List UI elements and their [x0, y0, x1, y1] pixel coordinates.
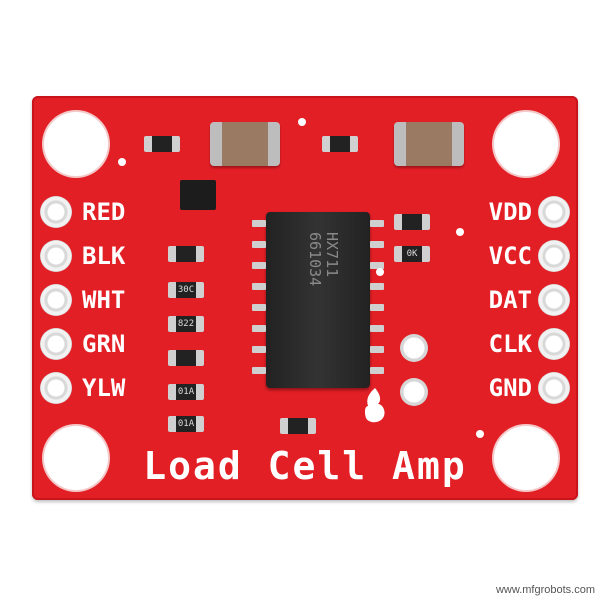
label-clk: CLK: [488, 330, 532, 358]
flame-logo-icon: [364, 388, 385, 423]
chip-pin: [370, 325, 384, 332]
resistor-bottom: [280, 418, 316, 434]
resistor-top-left: [144, 136, 180, 152]
label-dat: DAT: [488, 286, 532, 314]
mounting-hole-top-right: [494, 112, 558, 176]
chip-pin: [252, 367, 266, 374]
test-point-2: [400, 378, 428, 406]
label-gnd: GND: [488, 374, 532, 402]
pad-vdd: [538, 196, 570, 228]
chip-pin: [252, 346, 266, 353]
pad-ylw: [40, 372, 72, 404]
pad-dat: [538, 284, 570, 316]
chip-pin: [252, 283, 266, 290]
pad-vcc: [538, 240, 570, 272]
resistor-left-1: [168, 246, 204, 262]
resistor-code: 822: [177, 319, 195, 329]
via: [118, 158, 126, 166]
watermark: www.mfgrobots.com: [495, 584, 595, 596]
chip-pin: [370, 262, 384, 269]
pad-blk: [40, 240, 72, 272]
chip-pin: [370, 283, 384, 290]
resistor-left-6: 01A: [168, 416, 204, 432]
chip-pin: [370, 346, 384, 353]
resistor-left-3: 822: [168, 316, 204, 332]
chip-pin: [370, 367, 384, 374]
resistor-right-2: 0K: [394, 246, 430, 262]
pad-grn: [40, 328, 72, 360]
resistor-left-5: 01A: [168, 384, 204, 400]
pad-red: [40, 196, 72, 228]
label-wht: WHT: [82, 286, 126, 314]
resistor-code: 0K: [406, 249, 418, 259]
chip-marking-line-2: 661034: [306, 232, 324, 287]
mounting-hole-top-left: [44, 112, 108, 176]
label-vdd: VDD: [488, 198, 532, 226]
capacitor-left: [210, 122, 280, 166]
chip-pin: [370, 220, 384, 227]
label-blk: BLK: [82, 242, 126, 270]
label-grn: GRN: [82, 330, 126, 358]
pad-gnd: [538, 372, 570, 404]
via: [476, 430, 484, 438]
pad-wht: [40, 284, 72, 316]
chip-marking: HX711 661034: [306, 232, 341, 352]
resistor-left-2: 30C: [168, 282, 204, 298]
resistor-left-4: [168, 350, 204, 366]
resistor-top-middle: [322, 136, 358, 152]
chip-pin: [252, 262, 266, 269]
label-vcc: VCC: [488, 242, 532, 270]
capacitor-right: [394, 122, 464, 166]
pcb-board: RED BLK WHT GRN YLW VDD VCC DAT CLK GND …: [32, 96, 578, 500]
resistor-code: 30C: [177, 285, 195, 295]
label-ylw: YLW: [82, 374, 126, 402]
resistor-right-1: [394, 214, 430, 230]
resistor-code: 01A: [177, 419, 195, 429]
label-red: RED: [82, 198, 126, 226]
via: [376, 268, 384, 276]
chip-pin: [370, 304, 384, 311]
mounting-hole-bottom-left: [44, 426, 108, 490]
via: [456, 228, 464, 236]
chip-pin: [370, 241, 384, 248]
transistor: [180, 180, 216, 210]
via: [298, 118, 306, 126]
board-title: Load Cell Amp: [143, 444, 467, 488]
test-point-1: [400, 334, 428, 362]
chip-pin: [252, 220, 266, 227]
chip-pin: [252, 241, 266, 248]
chip-marking-line-1: HX711: [323, 232, 341, 278]
chip-pin: [252, 304, 266, 311]
chip-pin: [252, 325, 266, 332]
resistor-code: 01A: [177, 387, 195, 397]
mounting-hole-bottom-right: [494, 426, 558, 490]
pad-clk: [538, 328, 570, 360]
hx711-chip: HX711 661034: [266, 212, 370, 388]
